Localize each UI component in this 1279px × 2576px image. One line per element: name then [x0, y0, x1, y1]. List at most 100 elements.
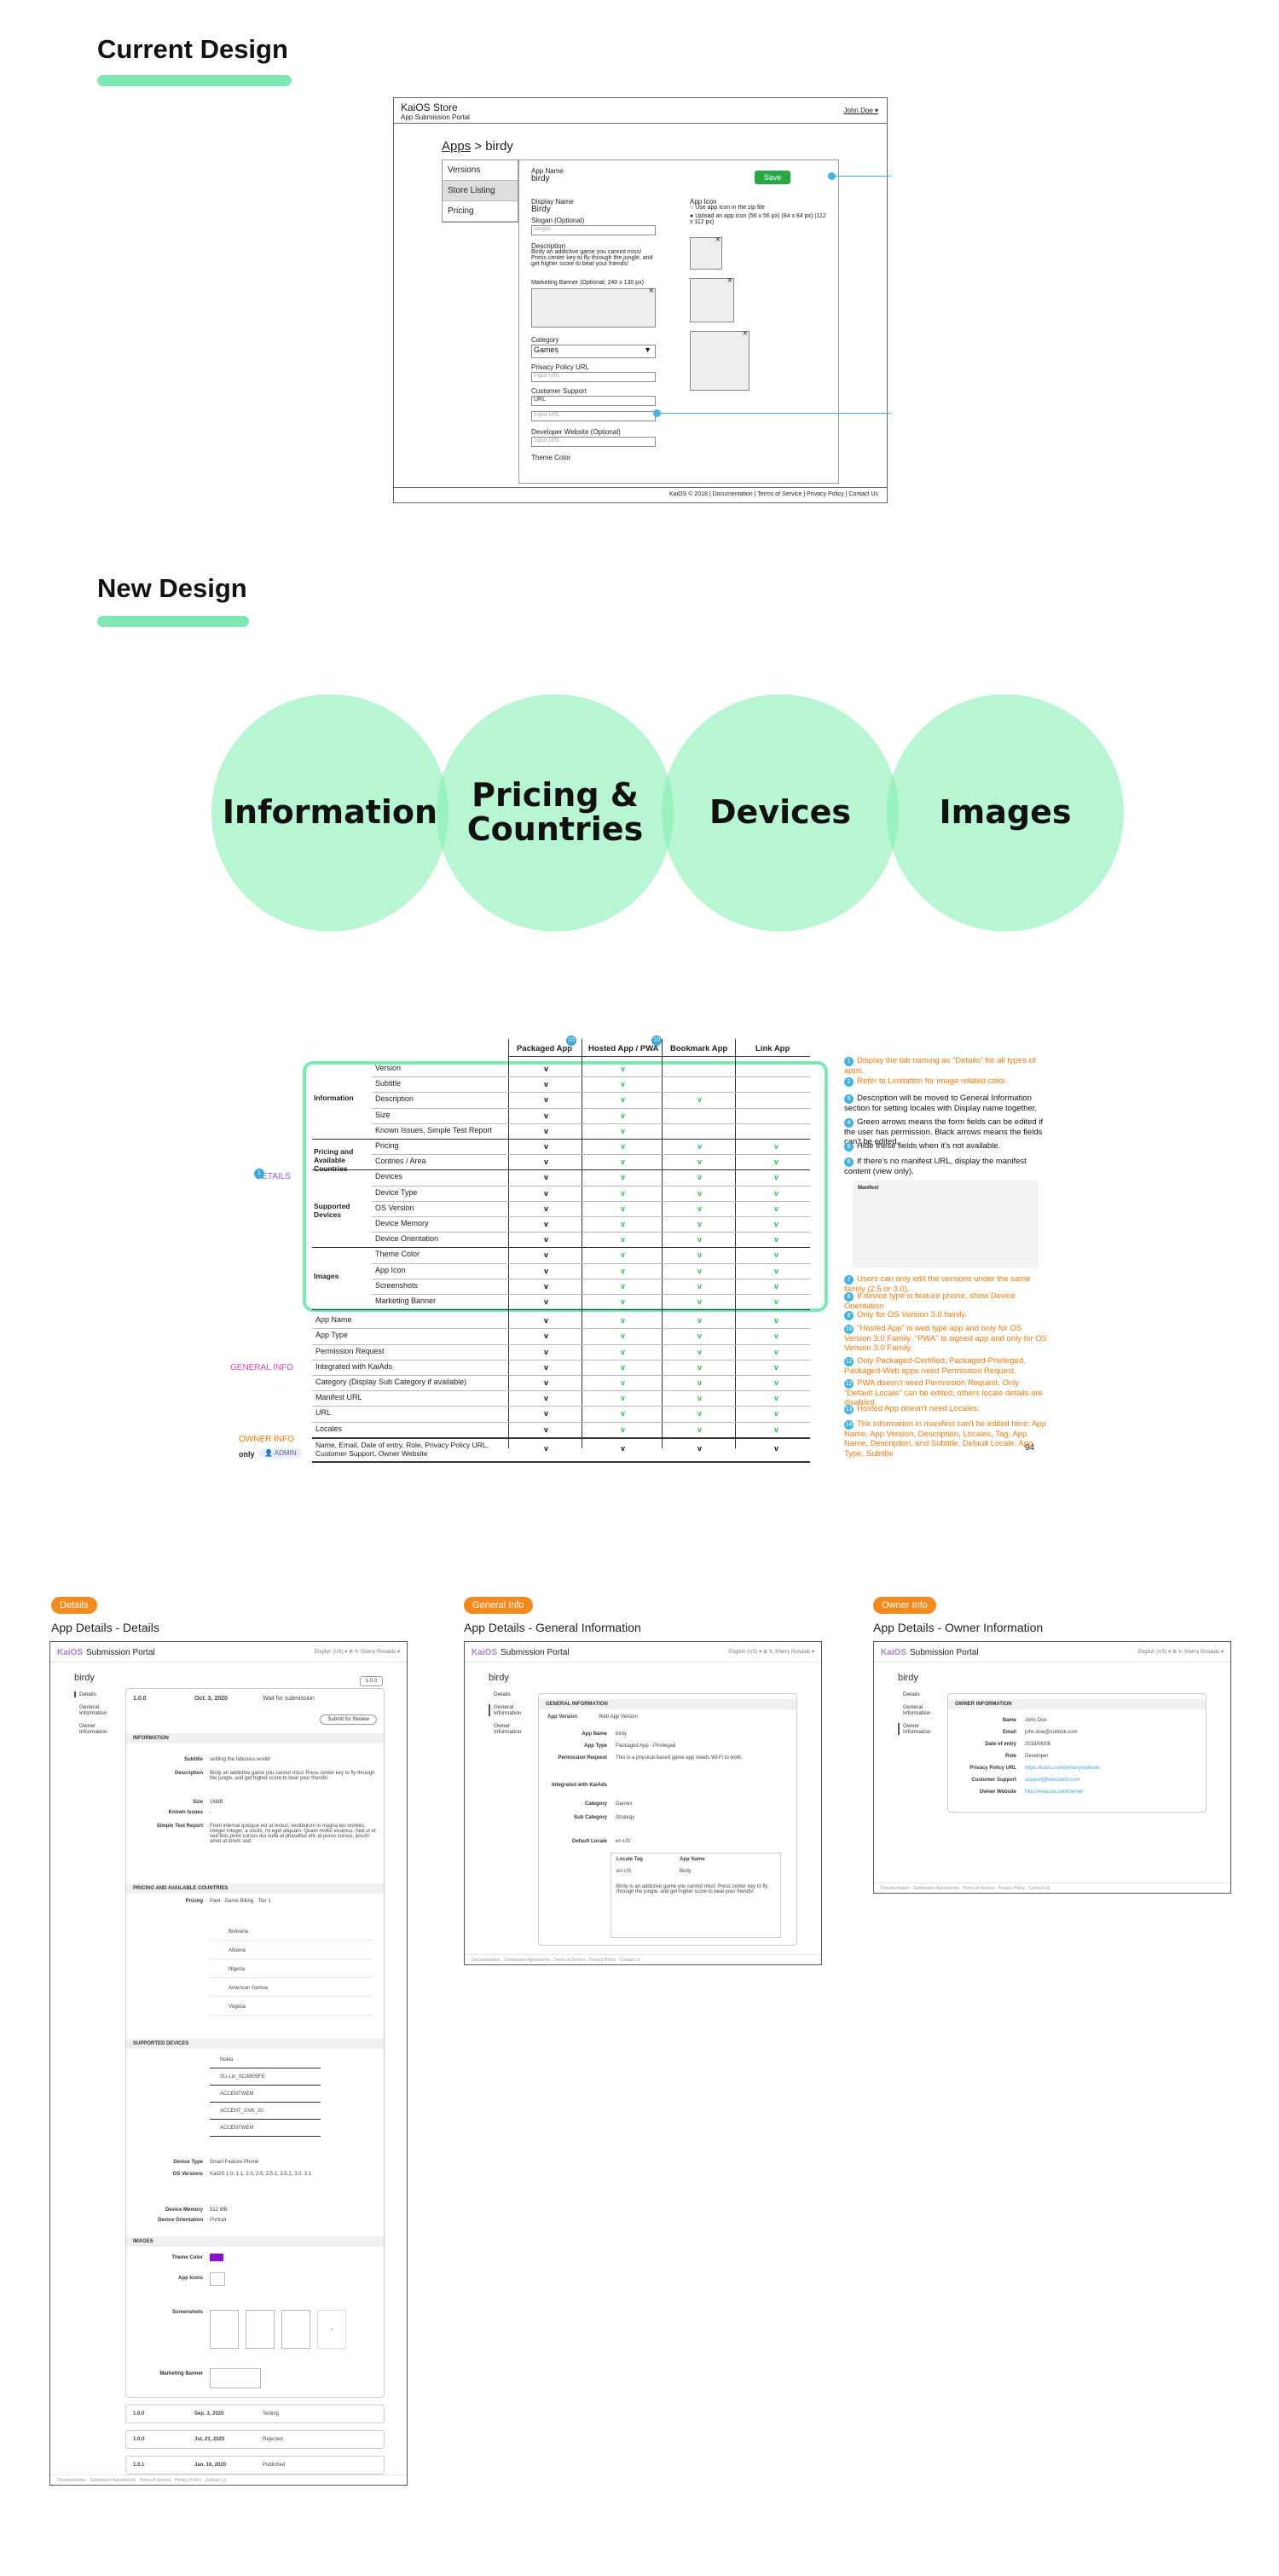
availability-arrow: v: [774, 1394, 779, 1403]
old-label-app-icon: App Icon: [690, 198, 717, 206]
old-privacy-input[interactable]: Input URL: [531, 372, 656, 382]
locale-col-tag: Locale Tag: [616, 1857, 643, 1862]
country-name: American Samoa: [229, 1986, 269, 1991]
availability-arrow: v: [544, 1095, 549, 1105]
availability-arrow: v: [544, 1080, 549, 1089]
user-menu[interactable]: Sherry Ronaldo ▾: [1184, 1650, 1224, 1655]
banner-preview: [210, 2368, 261, 2388]
owner-field-value[interactable]: support@kaiostech.com: [1025, 1778, 1080, 1783]
old-crumb-apps[interactable]: Apps: [442, 139, 472, 154]
availability-arrow: v: [697, 1235, 703, 1244]
old-support-input[interactable]: Input URL: [531, 411, 656, 421]
general-row-label: Permission Request: [315, 1346, 385, 1355]
tab-web-app-version[interactable]: Web App Version: [599, 1714, 638, 1720]
availability-arrow: v: [621, 1378, 626, 1387]
nav-general[interactable]: General Information: [489, 1704, 531, 1716]
availability-arrow: v: [621, 1409, 626, 1419]
screenshot-thumb[interactable]: [281, 2310, 310, 2349]
old-dev-site-input[interactable]: Input URL: [531, 437, 656, 447]
version-status: Rejected: [263, 2437, 283, 2442]
info-value: Birdy an addictive game you cannot miss!…: [210, 1771, 375, 1781]
row-rule: [312, 1390, 810, 1392]
user-menu[interactable]: Sherry Ronaldo ▾: [360, 1650, 400, 1655]
old-category-select[interactable]: Games▼: [531, 345, 656, 358]
availability-arrow: v: [544, 1126, 549, 1135]
app-title: birdy: [74, 1673, 95, 1683]
note-text: If device type is feature phone, show De…: [844, 1291, 1016, 1311]
nav-details[interactable]: Details: [903, 1691, 920, 1697]
row-rule: [210, 2015, 372, 2016]
submit-review-button[interactable]: Submit for Review: [320, 1714, 377, 1725]
owner-field-value: John Doe: [1025, 1718, 1047, 1723]
note-badge: 10: [651, 1036, 662, 1046]
col-divider: [735, 1039, 736, 1448]
nav-general[interactable]: General Information: [79, 1704, 107, 1716]
old-icon-option-1[interactable]: ○ Use app icon in the zip file: [690, 205, 765, 211]
old-support-select[interactable]: URL: [531, 396, 656, 406]
old-slogan-input[interactable]: slogan: [531, 225, 656, 235]
banner-label: Marketing Banner: [159, 2371, 203, 2376]
user-icon: 👤: [264, 1449, 273, 1457]
new-version-button[interactable]: 1.0.0: [359, 1676, 383, 1686]
language-select[interactable]: English (US) ▾: [1137, 1650, 1172, 1655]
version-date: Sep. 3, 2020: [194, 2411, 224, 2416]
general-field-label: Sub Category: [573, 1815, 607, 1820]
owner-field-value[interactable]: https://kaios.com/privacy/website: [1025, 1766, 1100, 1771]
availability-arrow: v: [621, 1188, 626, 1198]
portal-footer: Documentation · Submission Agreements · …: [50, 2474, 407, 2485]
owner-field-label: Privacy Policy URL: [969, 1766, 1016, 1771]
row-rule: [312, 1421, 810, 1423]
availability-arrow: v: [544, 1065, 549, 1073]
note-text: "Hosted App" is web type app and only fo…: [844, 1324, 1048, 1354]
old-user-menu[interactable]: John Doe ▾: [843, 107, 878, 114]
note-number: 7: [844, 1275, 854, 1285]
note-number: 10: [844, 1325, 854, 1334]
language-select[interactable]: English (US) ▾: [728, 1650, 762, 1655]
old-icon-upload-large[interactable]: [690, 328, 749, 391]
availability-arrow: v: [621, 1362, 626, 1372]
portal-name: Submission Portal: [910, 1648, 979, 1657]
availability-arrow: v: [544, 1235, 549, 1244]
nav-details[interactable]: Details: [74, 1691, 117, 1697]
old-description-text[interactable]: Birdy an addictive game you cannot miss!…: [531, 249, 653, 267]
old-icon-upload-medium[interactable]: [690, 276, 734, 322]
nav-owner[interactable]: Owner Information: [898, 1723, 940, 1735]
old-menu-store-listing[interactable]: Store Listing: [443, 181, 518, 201]
old-save-button[interactable]: Save: [755, 171, 790, 184]
old-menu-pricing[interactable]: Pricing: [443, 201, 518, 222]
owner-field-value[interactable]: http://www.kai.com/owner: [1025, 1790, 1084, 1795]
availability-arrow: v: [544, 1281, 549, 1291]
old-banner-upload[interactable]: [531, 286, 656, 328]
nav-details[interactable]: Details: [494, 1691, 511, 1697]
row-rule: [210, 2119, 321, 2120]
note-number: 2: [844, 1077, 854, 1087]
info-label: Subtitle: [184, 1757, 203, 1762]
version-card: 1.0.0 Oct. 3, 2020 Wait for submission S…: [125, 1688, 385, 2398]
user-menu[interactable]: Sherry Ronaldo ▾: [774, 1650, 814, 1655]
availability-arrow: v: [774, 1235, 779, 1244]
screenshot-thumb[interactable]: [210, 2310, 239, 2349]
old-icon-upload-small[interactable]: [690, 235, 722, 270]
screenshot-thumb[interactable]: [246, 2310, 275, 2349]
add-screenshot-button[interactable]: +: [317, 2310, 346, 2349]
availability-arrow: v: [621, 1297, 626, 1306]
availability-arrow: v: [774, 1316, 779, 1326]
nav-owner[interactable]: Owner Information: [494, 1723, 522, 1735]
col-hosted: Hosted App / PWA: [588, 1044, 659, 1053]
old-icon-option-2[interactable]: ● Upload an app icon (56 x 56 px) (84 x …: [690, 213, 826, 225]
nav-general[interactable]: General Information: [903, 1704, 931, 1716]
tab-app-version[interactable]: App Version: [547, 1714, 578, 1720]
manifest-label: Manifest: [858, 1186, 879, 1191]
language-select[interactable]: English (US) ▾: [314, 1650, 348, 1655]
col-link: Link App: [755, 1044, 790, 1053]
device-type-value: Smart Feature Phone: [210, 2160, 259, 2165]
old-menu-versions[interactable]: Versions: [443, 160, 518, 181]
nav-owner[interactable]: Owner Information: [79, 1723, 107, 1735]
app-icon-preview: [210, 2272, 225, 2286]
